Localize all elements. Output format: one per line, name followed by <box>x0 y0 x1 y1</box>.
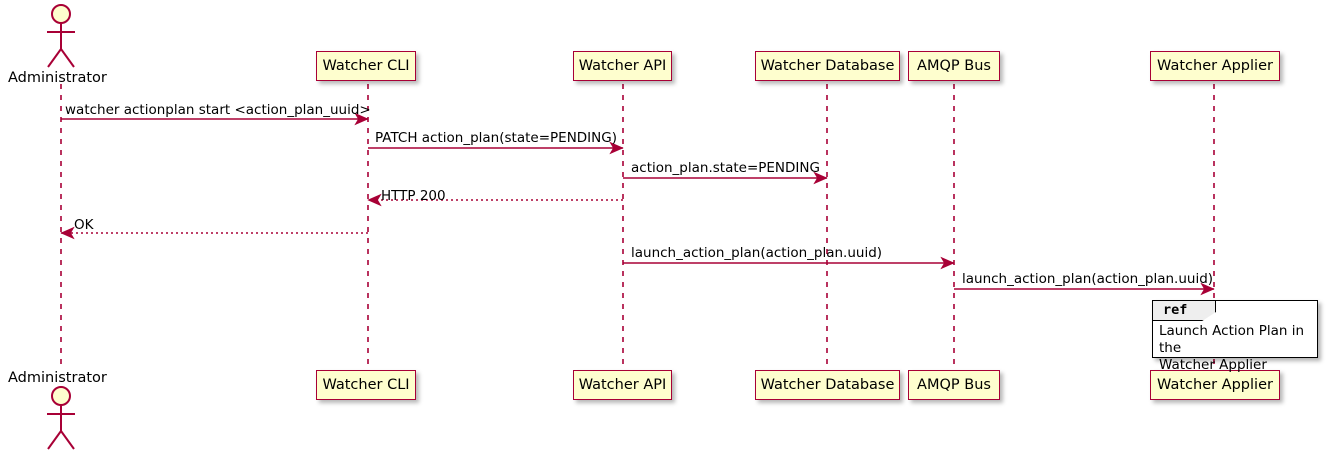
participant-amqp-bus-top[interactable]: AMQP Bus <box>908 51 1000 81</box>
actor-head <box>51 4 71 24</box>
participant-label: Watcher API <box>578 376 667 393</box>
participant-watcher-database-top[interactable]: Watcher Database <box>755 51 900 81</box>
lifelines-layer <box>60 84 1215 370</box>
actor-head <box>51 386 71 406</box>
actor-label-administrator-top: Administrator <box>8 70 107 86</box>
message-label-5: OK <box>74 217 94 233</box>
participant-watcher-cli-top[interactable]: Watcher CLI <box>316 51 416 81</box>
participant-label: Watcher Applier <box>1157 376 1273 393</box>
participant-watcher-database-bottom[interactable]: Watcher Database <box>755 370 900 400</box>
actor-leg-left <box>47 48 62 68</box>
message-label-1: watcher actionplan start <action_plan_uu… <box>65 102 371 118</box>
participant-label: Watcher API <box>578 57 667 74</box>
actor-leg-left <box>47 430 62 450</box>
message-label-4: HTTP 200 <box>381 188 446 204</box>
actor-figure <box>47 386 75 450</box>
arrows-layer <box>60 112 1215 296</box>
participant-label: Watcher Database <box>760 376 895 393</box>
message-label-2: PATCH action_plan(state=PENDING) <box>375 130 617 146</box>
participant-watcher-api-bottom[interactable]: Watcher API <box>573 370 672 400</box>
ref-keyword-label: ref <box>1163 302 1188 318</box>
message-label-3: action_plan.state=PENDING <box>631 160 820 176</box>
participant-label: Watcher Applier <box>1157 57 1273 74</box>
participant-watcher-api-top[interactable]: Watcher API <box>573 51 672 81</box>
participant-label: AMQP Bus <box>917 376 991 393</box>
message-label-7: launch_action_plan(action_plan.uuid) <box>962 271 1214 287</box>
participant-label: Watcher CLI <box>322 57 410 74</box>
participant-watcher-cli-bottom[interactable]: Watcher CLI <box>316 370 416 400</box>
ref-body-text: Launch Action Plan in the Watcher Applie… <box>1159 323 1305 373</box>
participant-watcher-applier-top[interactable]: Watcher Applier <box>1150 51 1280 81</box>
participant-amqp-bus-bottom[interactable]: AMQP Bus <box>908 370 1000 400</box>
ref-fragment[interactable]: ref Launch Action Plan in the Watcher Ap… <box>1152 300 1318 373</box>
participant-label: Watcher Database <box>760 57 895 74</box>
actor-leg-right <box>60 48 75 68</box>
participant-label: AMQP Bus <box>917 57 991 74</box>
message-label-6: launch_action_plan(action_plan.uuid) <box>631 245 883 261</box>
participant-watcher-applier-bottom[interactable]: Watcher Applier <box>1150 370 1280 400</box>
participant-label: Watcher CLI <box>322 376 410 393</box>
ref-tab <box>1153 301 1216 321</box>
actors-layer <box>47 4 75 450</box>
actor-figure <box>47 4 75 68</box>
actor-leg-right <box>60 430 75 450</box>
actor-label-administrator-bottom: Administrator <box>8 370 107 386</box>
